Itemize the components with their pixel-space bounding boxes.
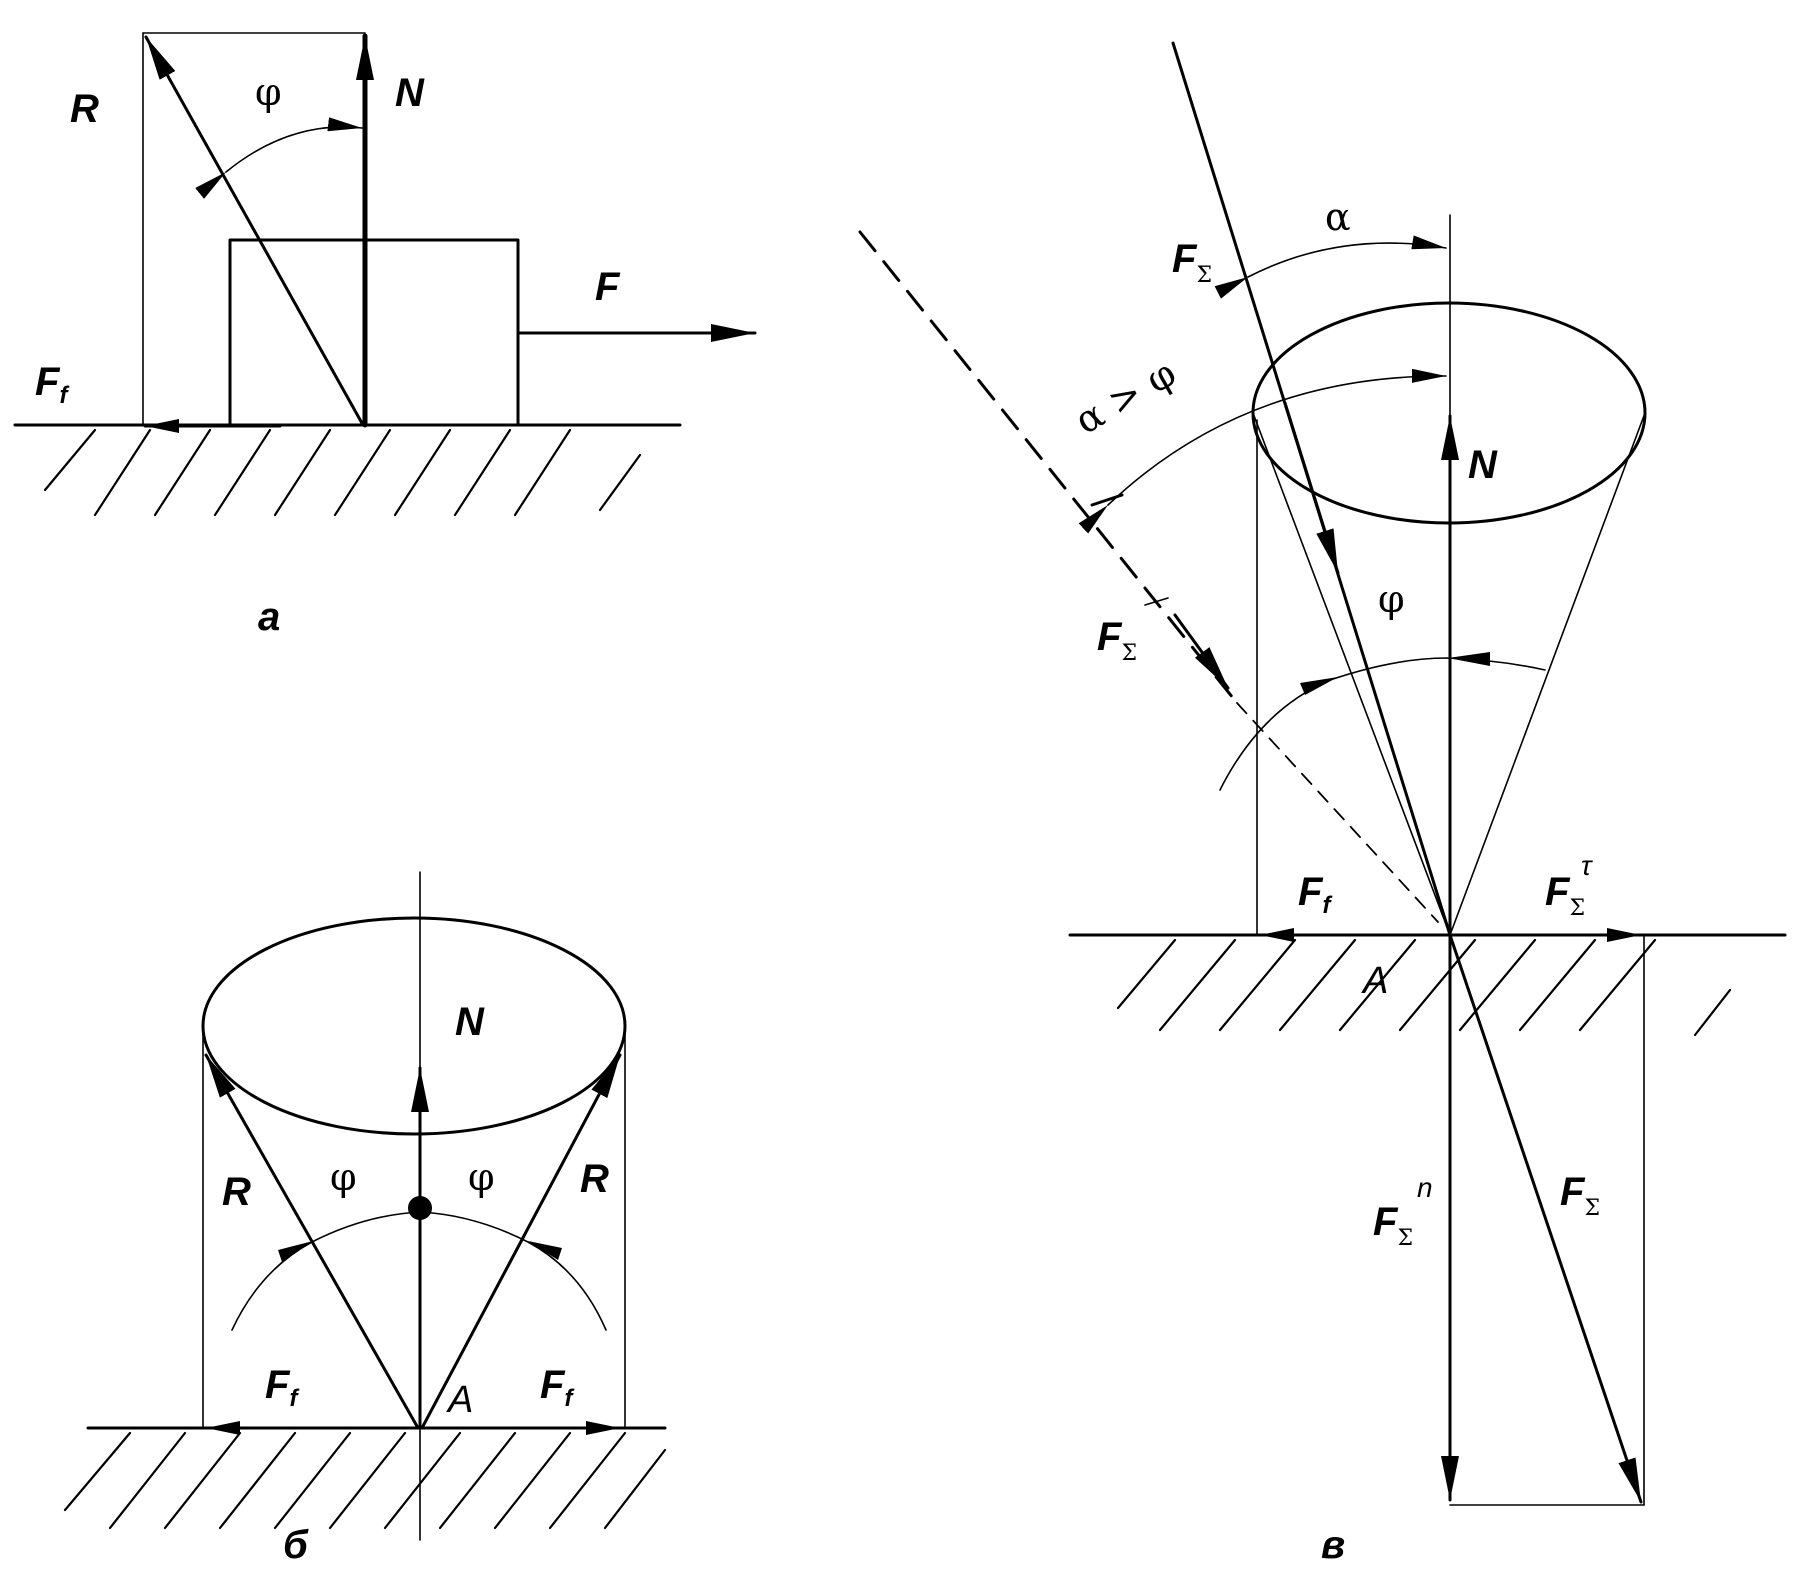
angle-phi-arc-a [195, 117, 363, 199]
caption-c: в [1321, 1523, 1345, 1567]
label-FSigma-upper: FΣ [1172, 237, 1212, 288]
panel-a: R N F Ff φ а [13, 32, 757, 639]
resultant-force-vector-right [420, 1053, 622, 1430]
phi-arc-arrow-right-b [528, 1241, 562, 1260]
label-N-c: N [1468, 443, 1498, 487]
panel-b: N R R φ φ Ff Ff A б [63, 871, 667, 1567]
label-Ff-a: Ff [35, 360, 69, 409]
hatch-tick-c [1090, 493, 1124, 507]
phi-arc-left-b [231, 1211, 421, 1331]
label-Ff-c: Ff [1298, 870, 1332, 919]
resultant-force-vector-a [144, 35, 365, 427]
short-tick-c [1144, 597, 1169, 606]
applied-resultant-arrow [1283, 401, 1340, 575]
panel-c: α α > φ φ N FΣ FΣ Ff FΣτ FΣn FΣ A в [858, 41, 1787, 1567]
label-FSigma-n: FΣn [1373, 1172, 1433, 1251]
label-N-a: N [395, 71, 425, 115]
label-FSigma-dashed: FΣ [1097, 615, 1137, 666]
angle-alpha-gt-phi-arc [1078, 368, 1447, 534]
label-Ff-left-b: Ff [265, 1363, 299, 1412]
caption-b: б [283, 1523, 309, 1567]
cone-right-generator-c [1449, 412, 1646, 936]
label-R-left-b: R [222, 1170, 251, 1214]
label-FSigma-tau: FΣτ [1545, 850, 1593, 921]
angle-phi-arc-c [1219, 657, 1546, 791]
angle-condition-label: α > φ [1068, 351, 1184, 443]
block [228, 238, 520, 427]
angle-phi-label-right-b: φ [468, 1155, 495, 1199]
phi-arc-arrow-c [1448, 652, 1490, 666]
dashed-direction-line-lower [1236, 702, 1439, 923]
caption-a: а [258, 595, 280, 639]
phi-arc-arrow-left-b [278, 1241, 313, 1262]
ground-hatching-a [43, 428, 642, 517]
angle-phi-label-left-b: φ [330, 1155, 357, 1199]
center-dot [408, 1196, 432, 1220]
point-A-label-c: A [1361, 960, 1388, 1002]
label-F-a: F [595, 265, 621, 309]
phi-arc-right-b [419, 1211, 607, 1331]
angle-alpha-label: α [1325, 195, 1351, 239]
dashed-direction-arrow [1173, 613, 1230, 690]
friction-cone-top-b [201, 916, 627, 1136]
label-FSigma-lower: FΣ [1560, 1170, 1600, 1221]
angle-alpha-arc [1214, 235, 1447, 299]
dashed-direction-line [858, 230, 1239, 705]
point-A-label-b: A [446, 1379, 473, 1421]
phi-arc-arrow-left-c [1300, 677, 1338, 695]
resultant-extension-vector [1448, 933, 1643, 1504]
ground-hatching-c [1116, 938, 1732, 1037]
label-R-right-b: R [580, 1157, 609, 1201]
label-Ff-right-b: Ff [540, 1363, 574, 1412]
angle-phi-label-a: φ [255, 70, 282, 114]
label-N-b: N [455, 1000, 485, 1044]
ground-hatching-b [63, 1431, 667, 1530]
angle-phi-label-c: φ [1378, 577, 1405, 621]
label-R-a: R [70, 87, 99, 131]
